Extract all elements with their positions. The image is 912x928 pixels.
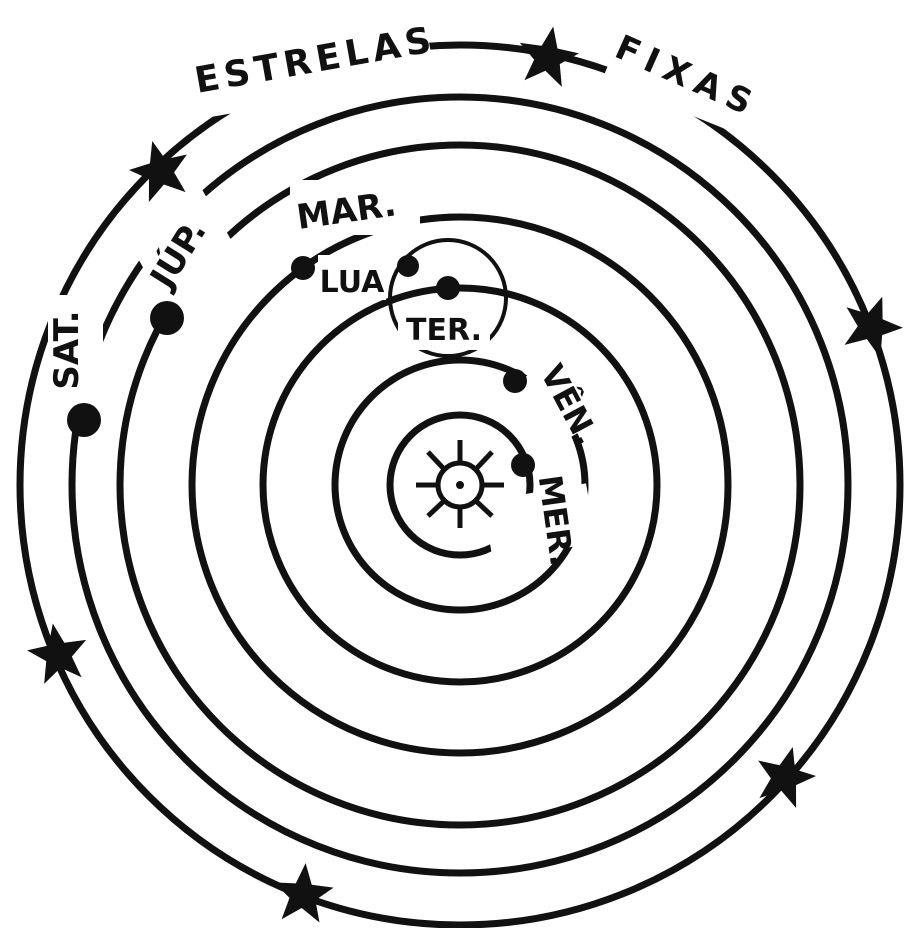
fixed-stars (23, 21, 910, 923)
venus-planet (503, 369, 527, 393)
star-icon (23, 618, 92, 686)
moon-planet (397, 255, 419, 277)
star-icon (514, 21, 583, 89)
jupiter-planet (150, 301, 184, 335)
earth-label: TER. (406, 313, 482, 348)
sun-icon (416, 440, 504, 528)
star-icon (834, 287, 910, 362)
saturn-label: SAT. (47, 310, 87, 389)
mercury-planet (511, 453, 535, 477)
earth-planet (436, 276, 460, 300)
star-icon (271, 860, 336, 923)
mars-planet (291, 256, 315, 280)
saturn-planet (67, 403, 101, 437)
moon-label: LUA (320, 265, 385, 300)
